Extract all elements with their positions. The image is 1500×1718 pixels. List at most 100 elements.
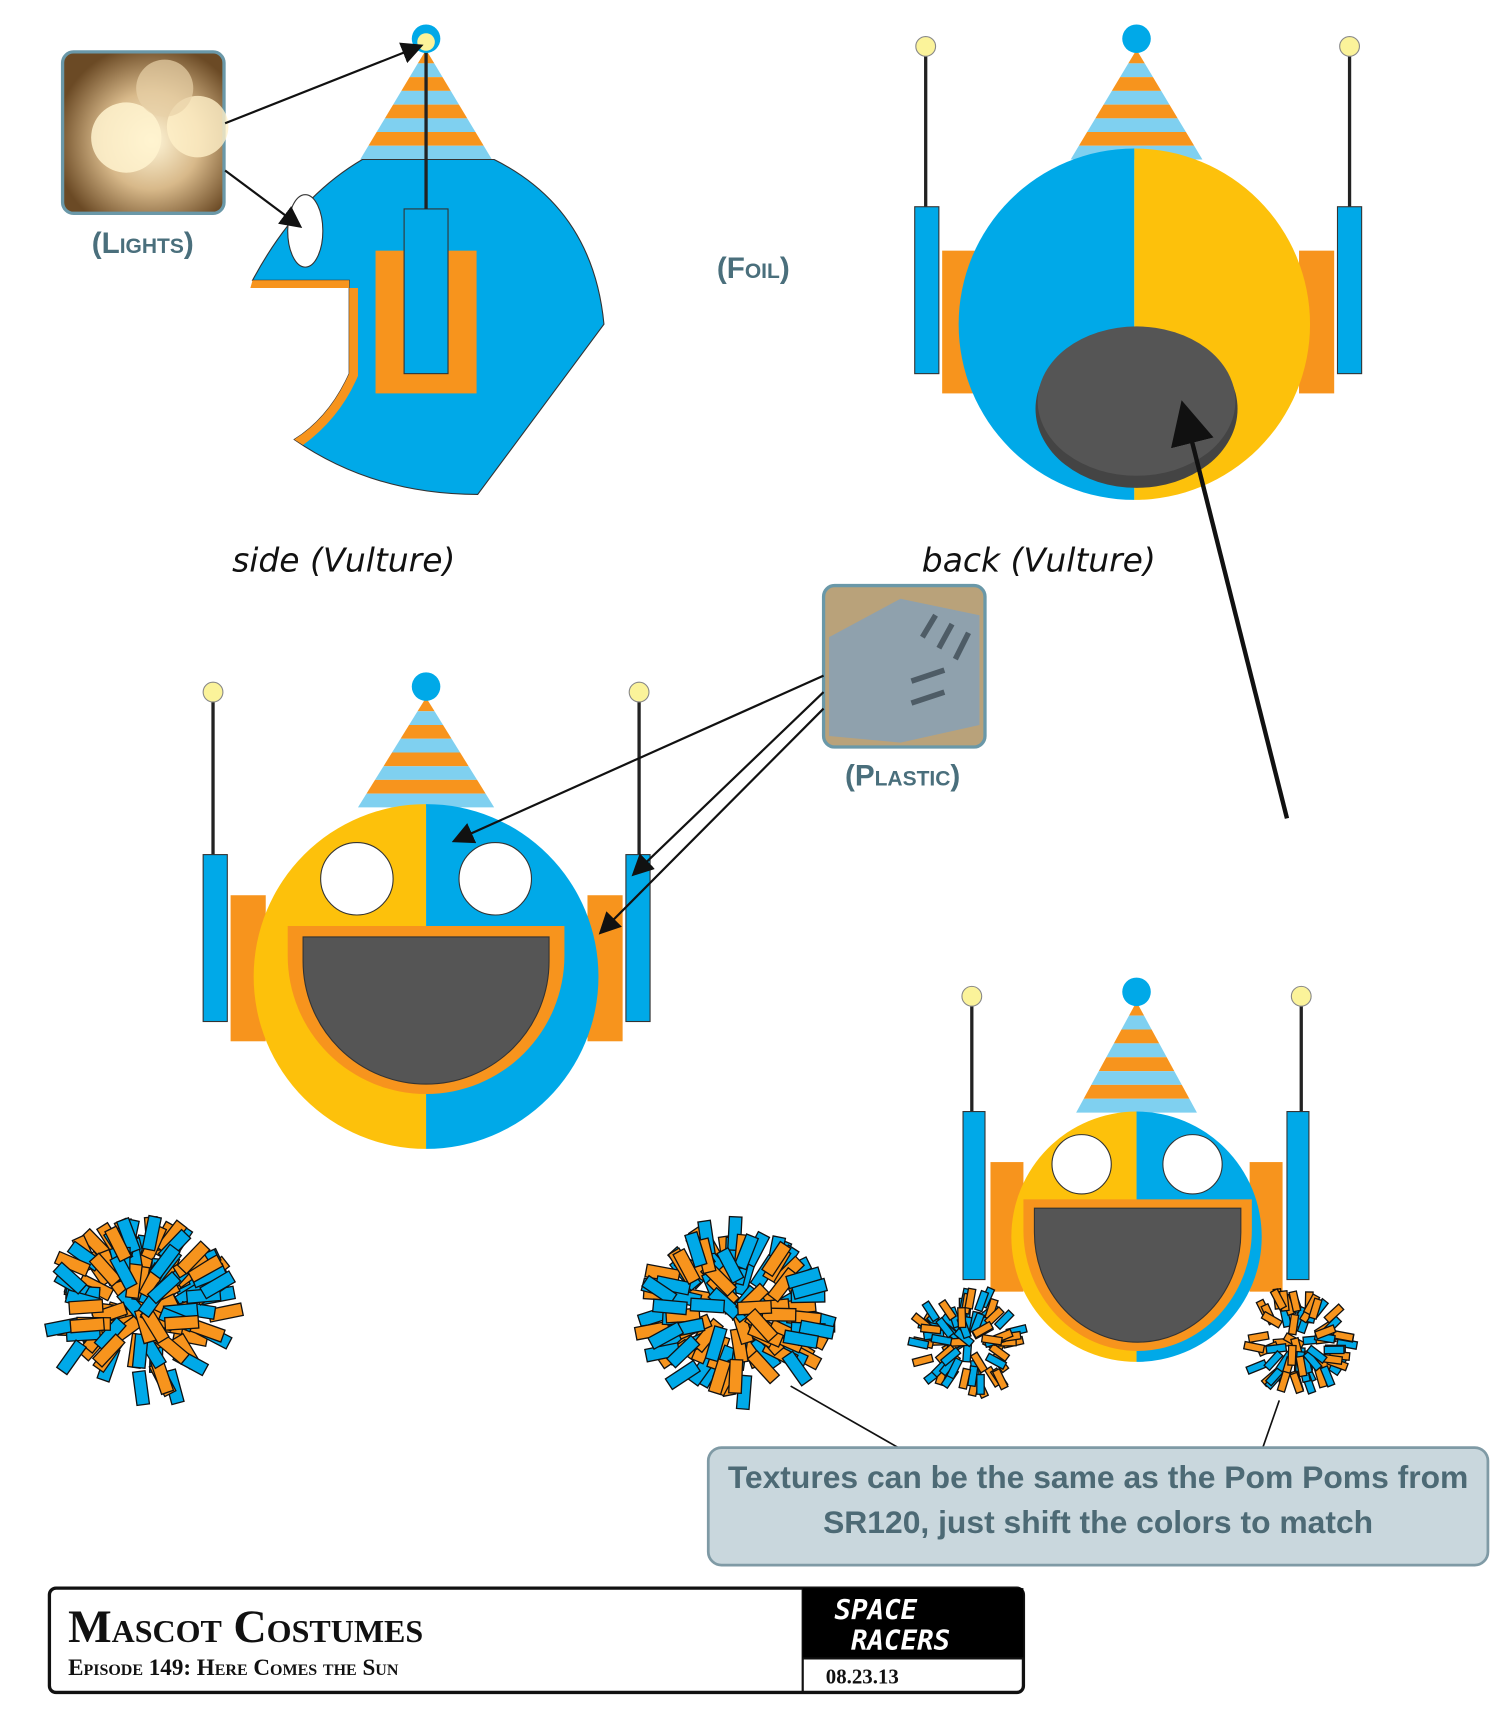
pom-strand (746, 1349, 781, 1385)
pom-strand (55, 1339, 88, 1376)
light-bulb-icon (1339, 35, 1360, 57)
pom-strand (1288, 1290, 1302, 1313)
pom-strand (651, 1298, 688, 1316)
pom-strand (991, 1367, 1009, 1391)
note-line-1: Textures can be the same as the Pom Poms… (728, 1459, 1469, 1495)
pom-strand (1276, 1370, 1292, 1393)
pom-strand (939, 1346, 962, 1367)
light-bulb-icon (628, 681, 650, 703)
cone-stripe (1078, 132, 1195, 146)
cone-stripe (409, 711, 444, 726)
side-caption: side (Vulture) (232, 540, 455, 579)
pom-strand (930, 1333, 953, 1347)
pom-strand (69, 1316, 106, 1334)
logo-racers: RACERS (851, 1626, 950, 1657)
pom-strand (957, 1306, 967, 1329)
pom-strand (163, 1314, 200, 1331)
cone-stripe (366, 779, 486, 794)
callout-arrows (224, 42, 1290, 1449)
pom-strand (1245, 1359, 1268, 1375)
pom-strand (945, 1357, 964, 1380)
pom-strand (984, 1352, 1008, 1371)
pom-strand (707, 1358, 732, 1396)
light-bulb-icon (1290, 985, 1312, 1007)
pom-strand (969, 1351, 989, 1374)
back-view-mascot (914, 24, 1363, 500)
cone-stripe (1121, 1015, 1152, 1030)
pom-strand (199, 1270, 237, 1300)
back-caption: back (Vulture) (922, 540, 1156, 579)
pom-strand (68, 1298, 104, 1316)
pom-strand (141, 1214, 163, 1252)
pom-strand (958, 1367, 972, 1390)
plastic-label: (Plastic) (845, 759, 960, 792)
pom-strand (907, 1336, 930, 1350)
note-line-2: SR120, just shift the colors to match (823, 1504, 1373, 1540)
cone-stripe (1113, 1029, 1160, 1044)
cone-stripe (417, 697, 435, 712)
pom-strand (131, 1369, 151, 1407)
pom-strand (921, 1300, 941, 1323)
pom-strand (935, 1316, 955, 1339)
logo-space: SPACE (835, 1595, 918, 1626)
light-bulb-icon (961, 985, 983, 1007)
pom-strand (761, 1240, 792, 1278)
pom-pom (907, 1286, 1028, 1400)
cone-stripe (1091, 1071, 1182, 1085)
pom-strand (988, 1342, 1011, 1363)
pom-strand (938, 1298, 957, 1322)
pom-strand (665, 1334, 701, 1369)
lights-reference-photo[interactable] (60, 50, 229, 215)
pom-strand (1319, 1365, 1336, 1388)
cone-stripe (357, 793, 495, 808)
light-bulb-icon (417, 33, 435, 51)
sheet-date: 08.23.13 (826, 1665, 899, 1689)
pom-strand (1295, 1355, 1308, 1378)
side-view-mascot (250, 24, 605, 495)
pom-strand (782, 1329, 820, 1350)
cone-stripe (1120, 63, 1154, 78)
pom-strand (1242, 1340, 1266, 1354)
pom-strand (689, 1297, 726, 1314)
pom-strand (1269, 1288, 1288, 1311)
cone-stripe (1083, 1084, 1190, 1099)
cone-stripe (1103, 90, 1170, 105)
pom-strand (1305, 1344, 1328, 1365)
pom-strand (1263, 1349, 1284, 1372)
pom-strand (149, 1243, 181, 1280)
pom-strand (104, 1225, 132, 1263)
pom-strand (1287, 1344, 1297, 1366)
texture-note: Textures can be the same as the Pom Poms… (706, 1446, 1490, 1567)
front-small-mascot (961, 977, 1312, 1362)
pom-strand (1323, 1345, 1345, 1355)
pom-strand (728, 1358, 744, 1395)
cone-stripe (392, 738, 461, 753)
pom-strand (684, 1230, 708, 1269)
plastic-reference-photo[interactable] (821, 583, 987, 749)
pom-strand (146, 1270, 182, 1305)
lights-label: (Lights) (92, 227, 194, 260)
pom-strand (1308, 1297, 1323, 1321)
pom-strand (88, 1252, 123, 1288)
pom-strand (733, 1233, 760, 1271)
pom-pom (44, 1214, 245, 1407)
pom-strand (1287, 1313, 1300, 1336)
striped-cone (1076, 1001, 1197, 1113)
striped-cone (1070, 49, 1203, 160)
cone-stripe (1098, 1057, 1175, 1072)
pom-strand (716, 1246, 745, 1285)
pom-strand (1247, 1330, 1270, 1344)
eye (320, 841, 394, 916)
episode-subtitle: Episode 149: Here Comes the Sun (68, 1654, 399, 1680)
pom-pom (633, 1215, 837, 1411)
pom-strand (1323, 1303, 1345, 1324)
eye (458, 841, 533, 916)
pom-strand (919, 1323, 942, 1335)
front-view-mascot (202, 672, 651, 1149)
cone-stripe (1111, 77, 1162, 91)
pom-strand (176, 1240, 211, 1275)
pom-strand (785, 1266, 823, 1290)
pom-strand (647, 1321, 685, 1351)
